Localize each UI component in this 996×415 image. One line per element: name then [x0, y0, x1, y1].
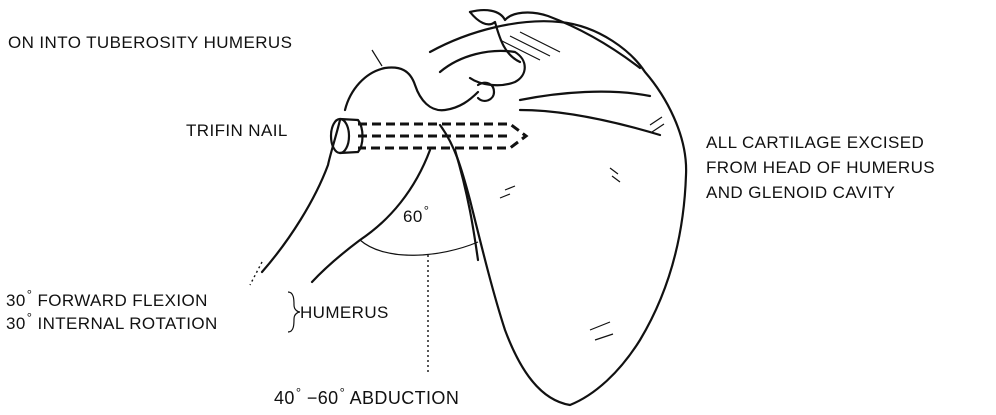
label-humerus: HUMERUS: [300, 303, 389, 323]
abduction-from: 40: [274, 388, 295, 408]
label-angle: 60°: [403, 207, 429, 228]
label-cartilage-1: ALL CARTILAGE EXCISED: [706, 133, 924, 153]
degree-symbol: °: [27, 287, 33, 302]
label-forward-flexion: 30° FORWARD FLEXION: [6, 291, 208, 312]
flexion-value: 30: [6, 291, 26, 310]
degree-symbol: °: [424, 203, 430, 218]
label-cartilage-2: FROM HEAD OF HUMERUS: [706, 158, 935, 178]
abduction-dash: −: [307, 388, 318, 408]
rotation-text: INTERNAL ROTATION: [37, 314, 217, 333]
tuberosity-leader: [372, 50, 382, 66]
angle-arc: [360, 240, 478, 255]
degree-symbol: °: [27, 310, 33, 325]
humeral-head: [345, 68, 478, 111]
label-abduction: 40° −60° ABDUCTION: [274, 388, 459, 410]
humeral-shaft: [262, 120, 340, 272]
scapula-outline: [430, 21, 686, 405]
abduction-text: ABDUCTION: [350, 388, 460, 408]
angle-value: 60: [403, 207, 423, 226]
brace: [288, 292, 300, 332]
degree-symbol: °: [296, 385, 302, 400]
label-cartilage-3: AND GLENOID CAVITY: [706, 183, 895, 203]
coracoid-tip: [478, 83, 494, 101]
rotation-value: 30: [6, 314, 26, 333]
abduction-to: 60: [318, 388, 339, 408]
label-tuberosity: ON INTO TUBEROSITY HUMERUS: [8, 33, 292, 53]
label-trifin-nail: TRIFIN NAIL: [186, 121, 288, 141]
scapular-spine: [520, 92, 660, 135]
acromion-outline: [470, 10, 640, 68]
flexion-text: FORWARD FLEXION: [37, 291, 207, 310]
flexion-leader: [250, 262, 262, 285]
label-internal-rotation: 30° INTERNAL ROTATION: [6, 314, 218, 335]
shading-marks: [500, 32, 664, 340]
degree-symbol: °: [340, 385, 346, 400]
